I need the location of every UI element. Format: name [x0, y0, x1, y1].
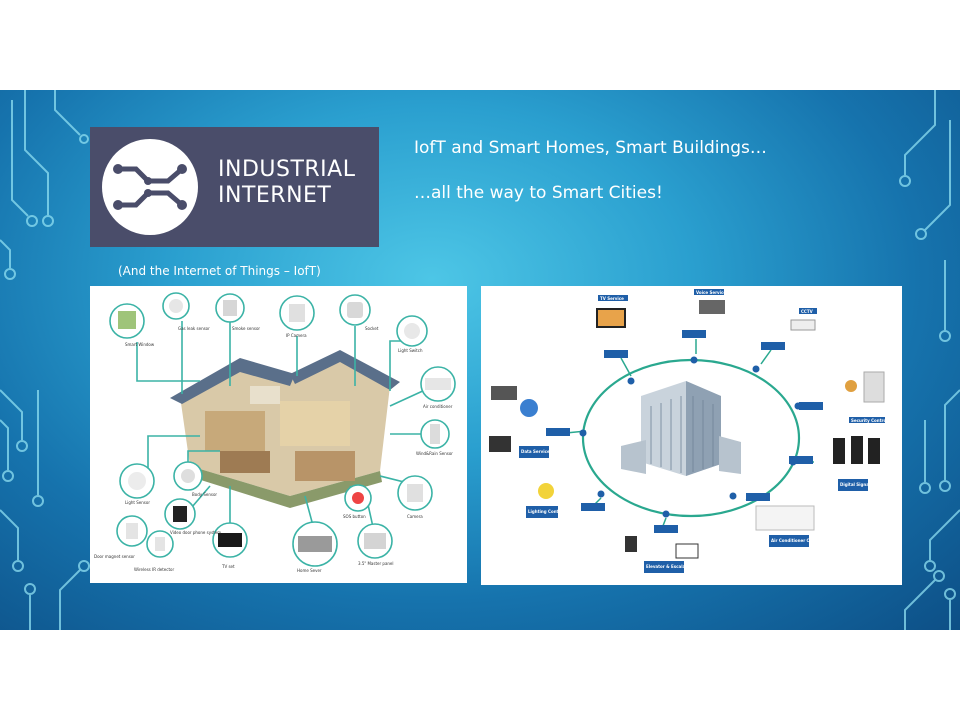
label-digital-signage: Digital Signage [840, 482, 875, 487]
label-cctv: CCTV [801, 309, 814, 314]
smart-home-diagram: Smart Window Gas leak sensor Smoke senso… [90, 286, 467, 583]
label-home-server: Home Sever [297, 568, 322, 573]
label-air-conditioner: Air conditioner [423, 404, 453, 409]
label-light-switch: Light Switch [398, 348, 423, 353]
headline-line-2: …all the way to Smart Cities! [414, 183, 663, 203]
label-video-door: Video door phone system [170, 530, 221, 535]
label-body-sensor: Body Sensor [192, 492, 217, 497]
label-lighting-control: Lighting Control [528, 509, 565, 514]
label-ip-camera: IP Camera [286, 333, 307, 338]
label-gas-leak: Gas leak sensor [178, 326, 210, 331]
smart-building-diagram: TV Service Voice Service CCTV Security C… [481, 286, 902, 585]
logo-line-1: INDUSTRIAL [218, 157, 356, 182]
label-security-control: Security Control [851, 418, 888, 423]
label-elevator-control: Elevator & Escalator Control [646, 564, 710, 569]
smart-house-illustration [170, 350, 400, 508]
label-tv-set: TV set [221, 564, 235, 569]
headline-line-1: IofT and Smart Homes, Smart Buildings… [414, 138, 767, 158]
label-smart-window: Smart Window [125, 342, 155, 347]
label-smoke-sensor: Smoke sensor [232, 326, 260, 331]
label-voice-service: Voice Service [696, 290, 726, 295]
office-building-icon [621, 381, 741, 476]
circuit-logo-icon [113, 164, 187, 210]
label-water-flow: Wind&Rain Sensor [416, 451, 453, 456]
circuit-decoration [0, 90, 960, 630]
label-air-conditioner-controller: Air Conditioner Controller [771, 538, 829, 543]
label-master-panel: 3.5" Master panel [358, 561, 394, 566]
label-sos-button: SOS button [343, 514, 366, 519]
iot-caption: (And the Internet of Things – IofT) [118, 264, 321, 278]
logo-line-2: INTERNET [218, 183, 332, 208]
slide-background: INDUSTRIAL INTERNET IofT and Smart Homes… [0, 90, 960, 630]
label-data-service: Data Service [521, 449, 550, 454]
label-tv-service: TV Service [600, 296, 624, 301]
label-wireless-ir: Wireless IR detector [134, 567, 174, 572]
label-socket: Socket [365, 326, 379, 331]
label-light-sensor: Light Sensor [125, 500, 150, 505]
logo-wordmark: INDUSTRIAL INTERNET [218, 157, 355, 209]
label-door-magnet: Door magnet sensor [94, 554, 135, 559]
logo-emblem [102, 139, 198, 235]
industrial-internet-logo: INDUSTRIAL INTERNET [90, 127, 379, 247]
label-camera: Camera [407, 514, 423, 519]
